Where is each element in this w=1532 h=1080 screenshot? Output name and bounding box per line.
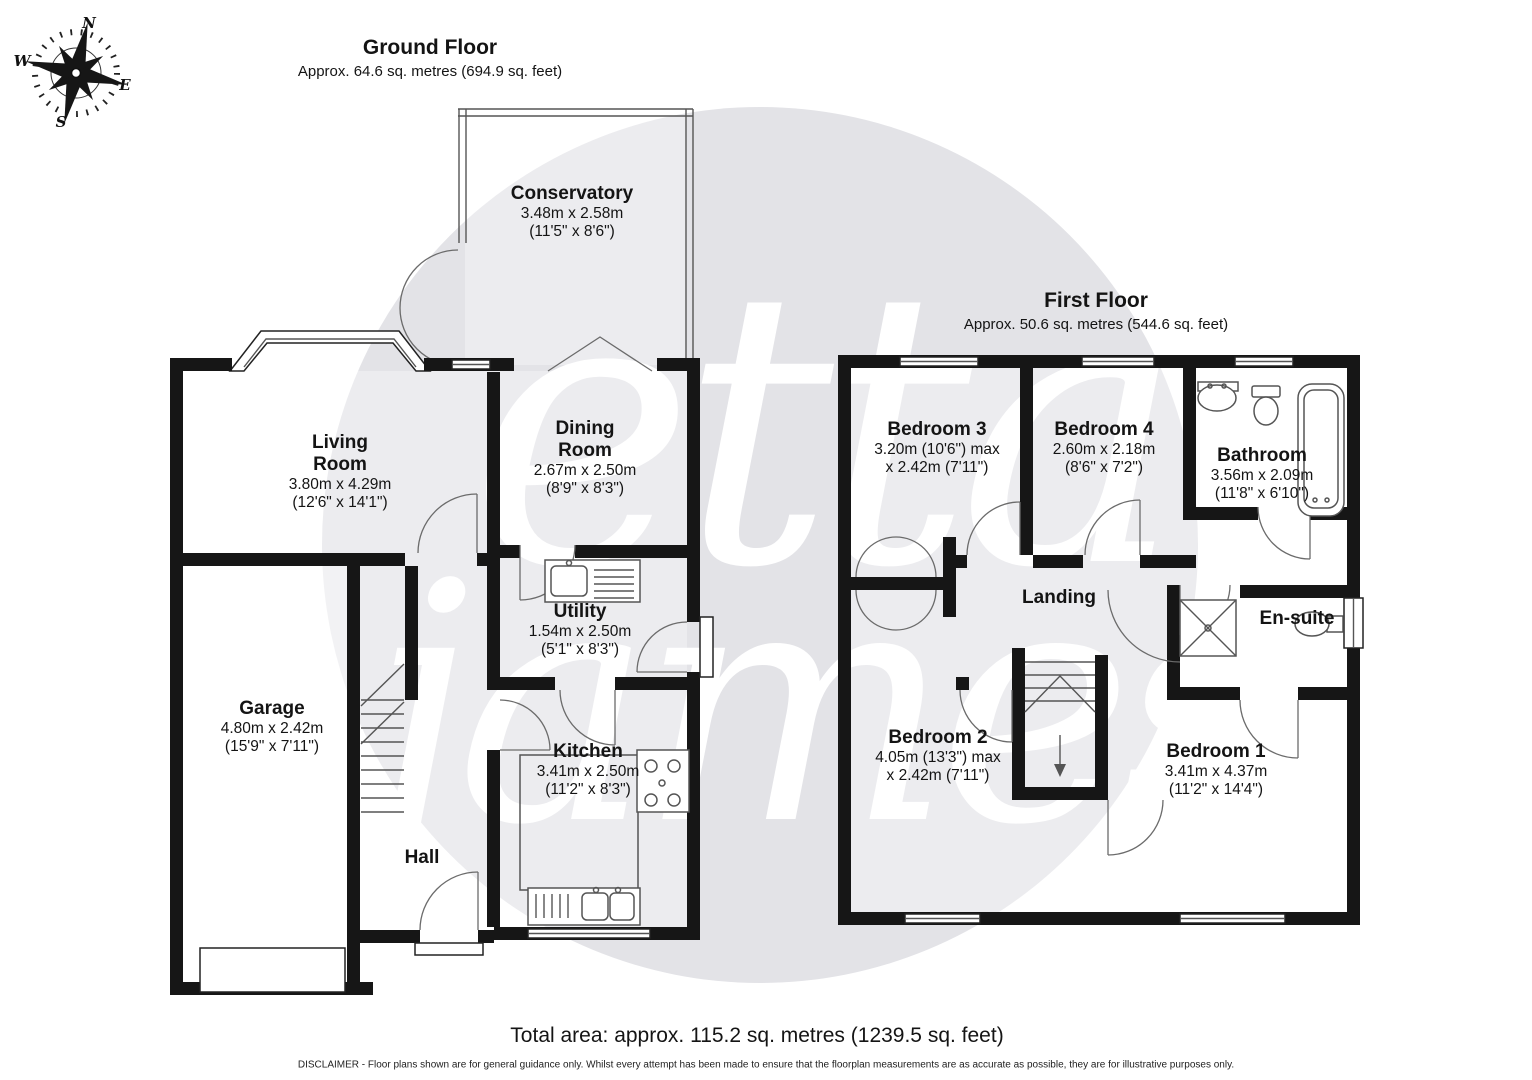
room-label-living-room: Living Room 3.80m x 4.29m (12'6" x 14'1"… — [288, 432, 392, 511]
compass-west-label: W — [14, 52, 33, 70]
room-label-bathroom: Bathroom 3.56m x 2.09m (11'8" x 6'10") — [1210, 445, 1314, 502]
compass-south-label: S — [56, 113, 67, 131]
ground-floor-windows — [199, 359, 714, 993]
garage-door — [199, 947, 346, 993]
watermark-circle — [322, 107, 1198, 983]
room-label-bedroom-4: Bedroom 4 2.60m x 2.18m (8'6" x 7'2") — [1052, 419, 1156, 476]
bathroom-fixtures — [1197, 381, 1345, 517]
compass-north-label: N — [81, 14, 97, 32]
room-label-ensuite: En-suite — [1259, 608, 1335, 630]
first-floor-windows — [899, 356, 1364, 924]
ground-floor-subtitle: Approx. 64.6 sq. metres (694.9 sq. feet) — [297, 63, 563, 80]
first-floor-title: First Floor — [1044, 289, 1148, 312]
room-label-hall: Hall — [404, 847, 440, 869]
room-label-dining-room: Dining Room 2.67m x 2.50m (8'9" x 8'3") — [533, 418, 637, 497]
disclaimer-text: DISCLAIMER - Floor plans shown are for g… — [297, 1059, 1235, 1071]
first-floor-subtitle: Approx. 50.6 sq. metres (544.6 sq. feet) — [963, 316, 1229, 333]
first-floor-header: First Floor Approx. 50.6 sq. metres (544… — [964, 289, 1228, 333]
total-area-text: Total area: approx. 115.2 sq. metres (12… — [510, 1024, 1004, 1047]
conservatory-walls — [399, 108, 694, 372]
utility-sink — [544, 559, 641, 603]
first-floor-plan — [838, 355, 1364, 925]
room-label-bedroom-2: Bedroom 2 4.05m (13'3") max x 2.42m (7'1… — [875, 727, 1001, 784]
ground-floor-doors — [417, 493, 688, 931]
room-label-garage: Garage 4.80m x 2.42m (15'9" x 7'11") — [220, 698, 324, 755]
room-label-conservatory: Conservatory 3.48m x 2.58m (11'5" x 8'6"… — [510, 183, 634, 240]
room-label-bedroom-3: Bedroom 3 3.20m (10'6") max x 2.42m (7'1… — [874, 419, 1000, 476]
ground-floor-stairs — [360, 663, 405, 813]
bay-window — [228, 330, 432, 372]
ground-floor-title: Ground Floor — [362, 36, 498, 59]
room-label-utility: Utility 1.54m x 2.50m (5'1" x 8'3") — [528, 601, 632, 658]
first-floor-stairs — [1024, 661, 1096, 777]
room-label-bedroom-1: Bedroom 1 3.41m x 4.37m (11'2" x 14'4") — [1164, 741, 1268, 798]
ground-floor-plan — [170, 108, 714, 995]
ensuite-fixtures — [1179, 599, 1344, 657]
compass-east-label: E — [118, 76, 131, 94]
ground-floor-header: Ground Floor Approx. 64.6 sq. metres (69… — [298, 36, 562, 80]
room-label-kitchen: Kitchen 3.41m x 2.50m (11'2" x 8'3") — [536, 741, 640, 798]
room-label-landing: Landing — [1022, 587, 1096, 609]
kitchen-fixtures — [519, 749, 690, 926]
compass-rose-icon: N W E S — [14, 14, 132, 131]
